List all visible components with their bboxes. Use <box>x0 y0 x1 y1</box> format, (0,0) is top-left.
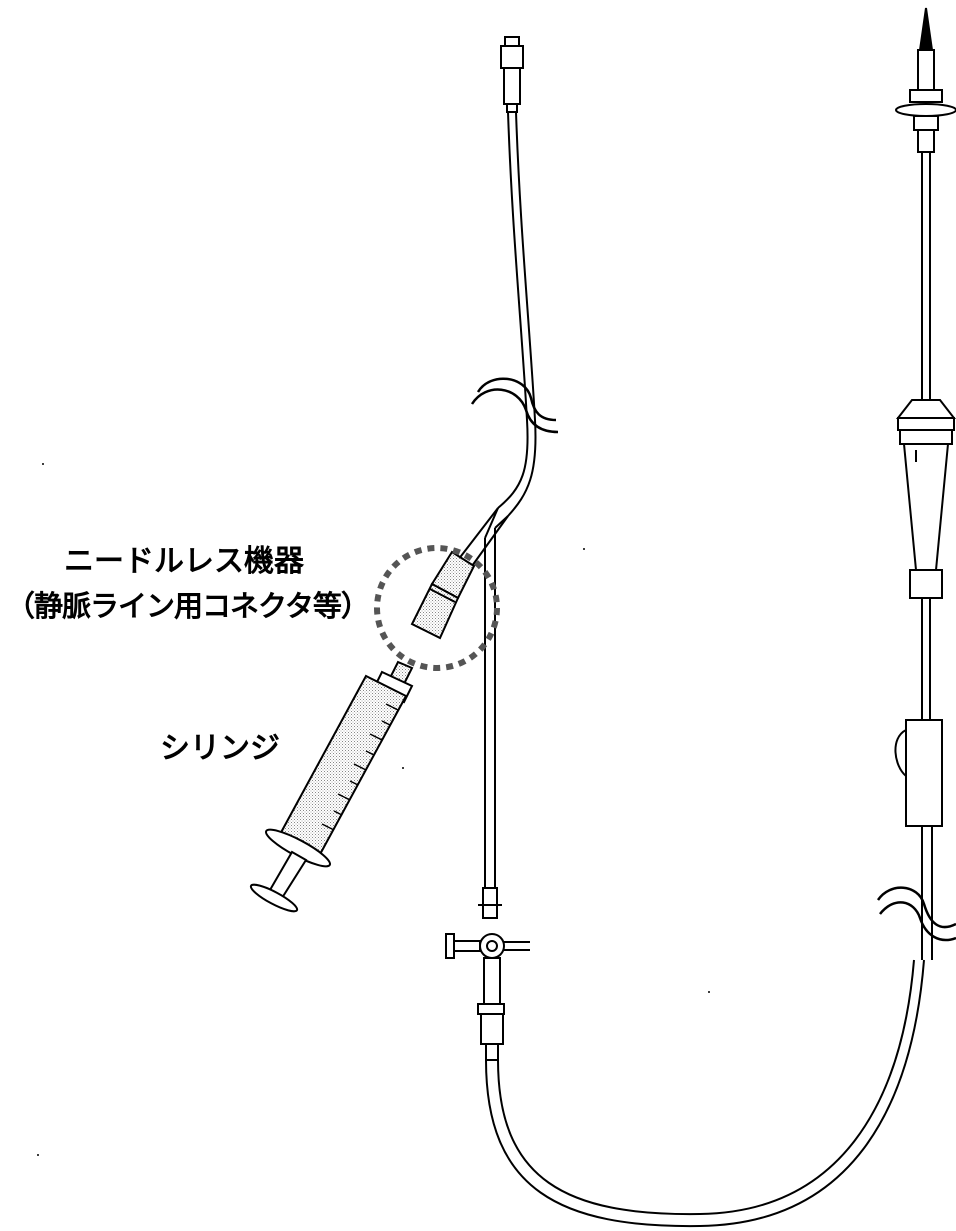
iv-administration-set <box>894 7 956 960</box>
extension-tube <box>457 36 559 888</box>
y-branch <box>457 507 509 567</box>
syringe-graduations <box>321 703 399 831</box>
needleless-device-example-label: （静脈ライン用コネクタ等） <box>6 589 370 623</box>
spike-needle <box>918 7 934 51</box>
connector-highlight-circle <box>374 545 500 671</box>
needleless-connector <box>410 550 476 640</box>
scan-speckles <box>37 463 710 1156</box>
three-way-stopcock <box>445 887 530 1061</box>
syringe <box>249 660 414 913</box>
top-connector <box>500 36 524 113</box>
tube-break-lower <box>876 886 956 942</box>
syringe-label: シリンジ <box>160 731 280 766</box>
needleless-device-label: ニードルレス機器 <box>64 544 304 579</box>
drip-chamber <box>895 399 956 599</box>
tube-break-upper <box>470 377 559 434</box>
roller-clamp <box>894 719 943 827</box>
bottom-loop-tube <box>485 959 925 1228</box>
